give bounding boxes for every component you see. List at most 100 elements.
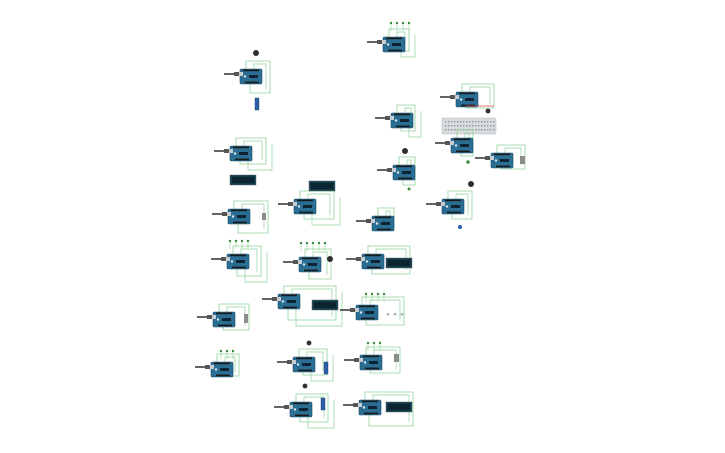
reset-button (363, 361, 367, 364)
circuit-18[interactable] (197, 303, 250, 331)
led-icon (228, 239, 232, 243)
circuit-2[interactable] (224, 50, 271, 111)
led-icon (305, 241, 309, 245)
usb-port (382, 40, 386, 44)
usb-port (359, 358, 363, 362)
switch-icon: ✕ (393, 312, 397, 318)
circuit-16[interactable] (262, 285, 343, 327)
wire (253, 63, 267, 89)
circuit-4[interactable] (375, 104, 422, 138)
usb-plug (234, 72, 239, 76)
breadboard-hole (448, 125, 450, 127)
usb-port (298, 260, 302, 264)
circuit-3[interactable] (440, 83, 497, 135)
microcontroller-chip (402, 171, 411, 174)
circuit-20[interactable] (344, 341, 401, 374)
wire (218, 303, 250, 331)
circuit-1[interactable] (367, 21, 416, 58)
circuit-12[interactable] (356, 207, 395, 232)
usb-plug (272, 297, 277, 301)
header-pins-bottom (398, 177, 412, 180)
header-pins-bottom (388, 49, 402, 52)
reset-button (233, 152, 237, 155)
usb-plug (354, 358, 359, 362)
breadboard-hole (463, 125, 465, 127)
breadboard-hole (451, 125, 453, 127)
reset-button (494, 159, 498, 162)
header-pins-top (494, 153, 510, 156)
breadboard-hole (478, 121, 480, 123)
wire (307, 193, 331, 215)
breadboard-hole (463, 121, 465, 123)
usb-plug (350, 308, 355, 312)
circuit-11[interactable] (212, 200, 269, 234)
led-icon (299, 241, 303, 245)
wire (235, 137, 267, 165)
microcontroller-chip (237, 215, 246, 218)
microcontroller-chip (220, 368, 229, 371)
usb-port (392, 168, 396, 172)
header-pins-bottom (447, 211, 461, 214)
breadboard-hole (487, 121, 489, 123)
header-pins-top (296, 357, 312, 360)
breadboard-hole (490, 129, 492, 131)
usb-plug (353, 403, 358, 407)
wire (243, 140, 263, 160)
led-icon (458, 225, 462, 229)
wire (233, 200, 269, 234)
usb-port (450, 141, 454, 145)
header-pins-top (230, 254, 246, 257)
lcd-screen (314, 302, 336, 308)
circuit-8[interactable] (377, 148, 416, 191)
lcd-screen (232, 177, 254, 183)
header-pins-top (293, 402, 309, 405)
wire (365, 346, 401, 374)
circuit-7[interactable] (214, 137, 273, 186)
header-pins-bottom (396, 125, 410, 128)
led-icon (366, 341, 370, 345)
reset-button (281, 300, 285, 303)
reset-button (454, 144, 458, 147)
breadboard-hole (466, 125, 468, 127)
breadboard-hole (481, 129, 483, 131)
breadboard-hole (460, 125, 462, 127)
reset-button (359, 311, 363, 314)
switch-icon: ✕ (386, 312, 390, 318)
wire (400, 35, 416, 58)
circuit-14[interactable] (283, 241, 333, 280)
microcontroller-chip (302, 363, 311, 366)
usb-plug (377, 40, 382, 44)
usb-port (210, 365, 214, 369)
circuit-13[interactable] (211, 239, 268, 283)
circuit-19[interactable] (277, 340, 334, 382)
wire (245, 60, 271, 94)
header-pins-bottom (218, 324, 232, 327)
circuit-9[interactable] (426, 181, 474, 229)
header-pins-bottom (361, 317, 375, 320)
circuit-5[interactable] (435, 129, 474, 164)
circuit-21[interactable] (195, 349, 240, 378)
header-pins-top (233, 146, 249, 149)
usb-plug (445, 141, 450, 145)
breadboard-hole (478, 125, 480, 127)
header-pins-top (394, 113, 410, 116)
led-icon (246, 239, 250, 243)
potentiometer-icon (323, 361, 329, 375)
circuit-10[interactable] (278, 180, 341, 226)
led-icon (234, 239, 238, 243)
usb-port (239, 72, 243, 76)
wire (361, 296, 405, 326)
circuit-17[interactable]: ✕✕✕ (340, 292, 405, 326)
circuit-6[interactable] (475, 144, 526, 170)
header-pins-bottom (461, 104, 475, 107)
circuit-23[interactable] (343, 391, 414, 427)
usb-port (361, 257, 365, 261)
breadboard-hole (493, 125, 495, 127)
circuit-22[interactable] (274, 383, 335, 429)
led-icon (231, 349, 235, 353)
header-pins-top (445, 199, 461, 202)
circuit-15[interactable] (346, 245, 413, 275)
reset-button (296, 363, 300, 366)
